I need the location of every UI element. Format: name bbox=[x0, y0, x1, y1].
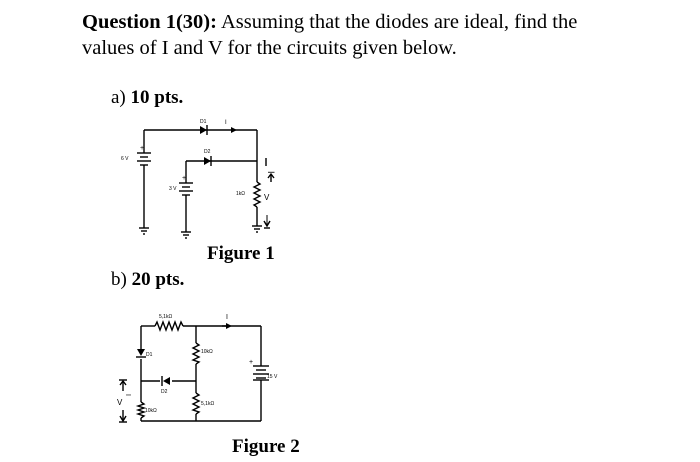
question-text-1: Assuming that the diodes are ideal, find… bbox=[216, 11, 578, 33]
figure-1-source-1: + bbox=[137, 145, 151, 166]
svg-text:+: + bbox=[182, 175, 186, 182]
figure-1-diode-2-label: D2 bbox=[204, 149, 211, 155]
figure-2-current-label: I bbox=[226, 314, 228, 321]
figure-2-resistor-top-label: 5,1kΩ bbox=[159, 314, 172, 320]
figure-2-diode-1 bbox=[136, 349, 146, 358]
part-b-heading: b) 20 pts. bbox=[111, 270, 184, 289]
part-b-prefix: b) bbox=[111, 269, 132, 290]
figure-2-i-label: I bbox=[124, 394, 131, 396]
figure-1-diode-1-label: D1 bbox=[200, 119, 207, 125]
svg-text:+: + bbox=[249, 359, 253, 366]
figure-1-current-label: I bbox=[225, 120, 227, 126]
figure-2-resistor-left bbox=[135, 401, 147, 419]
figure-2-resistor-bottom-label: 5,1kΩ bbox=[201, 401, 214, 407]
figure-1-resistor bbox=[252, 181, 262, 208]
figure-2-caption: Figure 2 bbox=[232, 436, 300, 457]
part-b-points: 20 pts. bbox=[131, 269, 185, 290]
figure-2-voltage-arrows-icon bbox=[119, 379, 127, 423]
figure-2-source-label: 15 V bbox=[267, 374, 278, 380]
figure-1-diode-2 bbox=[204, 156, 212, 166]
figure-1-ground-2-icon bbox=[181, 231, 191, 239]
question-line-2: values of I and V for the circuits given… bbox=[82, 37, 457, 59]
figure-2-diode-2-label: D2 bbox=[161, 389, 168, 395]
figure-1-caption: Figure 1 bbox=[207, 243, 275, 264]
figure-1-source-2-label: 3 V bbox=[169, 186, 177, 192]
figure-2-resistor-middle bbox=[191, 342, 201, 365]
part-a-heading: a) 10 pts. bbox=[111, 88, 183, 107]
figure-2-v-label: V bbox=[117, 398, 123, 407]
figure-1-v-label: V bbox=[264, 193, 270, 202]
figure-1-current-arrow-icon bbox=[231, 127, 237, 133]
question-line-1: Question 1(30): Assuming that the diodes… bbox=[82, 12, 577, 33]
figure-1-i-label: I bbox=[266, 171, 276, 174]
figure-2-current-arrow-icon bbox=[226, 323, 232, 329]
part-a-points: 10 pts. bbox=[130, 87, 184, 108]
figure-1-source-2: + bbox=[179, 175, 193, 196]
figure-2-resistor-bottom bbox=[191, 392, 201, 415]
figure-1-ground-icon bbox=[139, 227, 149, 235]
figure-2-resistor-top bbox=[154, 320, 184, 332]
part-a-prefix: a) bbox=[111, 87, 131, 108]
svg-text:+: + bbox=[140, 145, 144, 152]
figure-1-diode-1 bbox=[200, 125, 208, 135]
figure-1-ground-3-icon bbox=[252, 225, 262, 233]
figure-1-source-1-label: 6 V bbox=[121, 156, 129, 162]
figure-1-resistor-label: 1kΩ bbox=[236, 191, 245, 197]
figure-2-diode-1-label: D1 bbox=[146, 352, 153, 358]
figure-2-source: + bbox=[249, 359, 269, 381]
figure-2-resistor-left-label: 10kΩ bbox=[145, 408, 157, 414]
question-label: Question 1(30): bbox=[82, 11, 217, 33]
figure-2-resistor-middle-label: 10kΩ bbox=[201, 349, 213, 355]
figure-2-diode-2 bbox=[161, 376, 170, 386]
